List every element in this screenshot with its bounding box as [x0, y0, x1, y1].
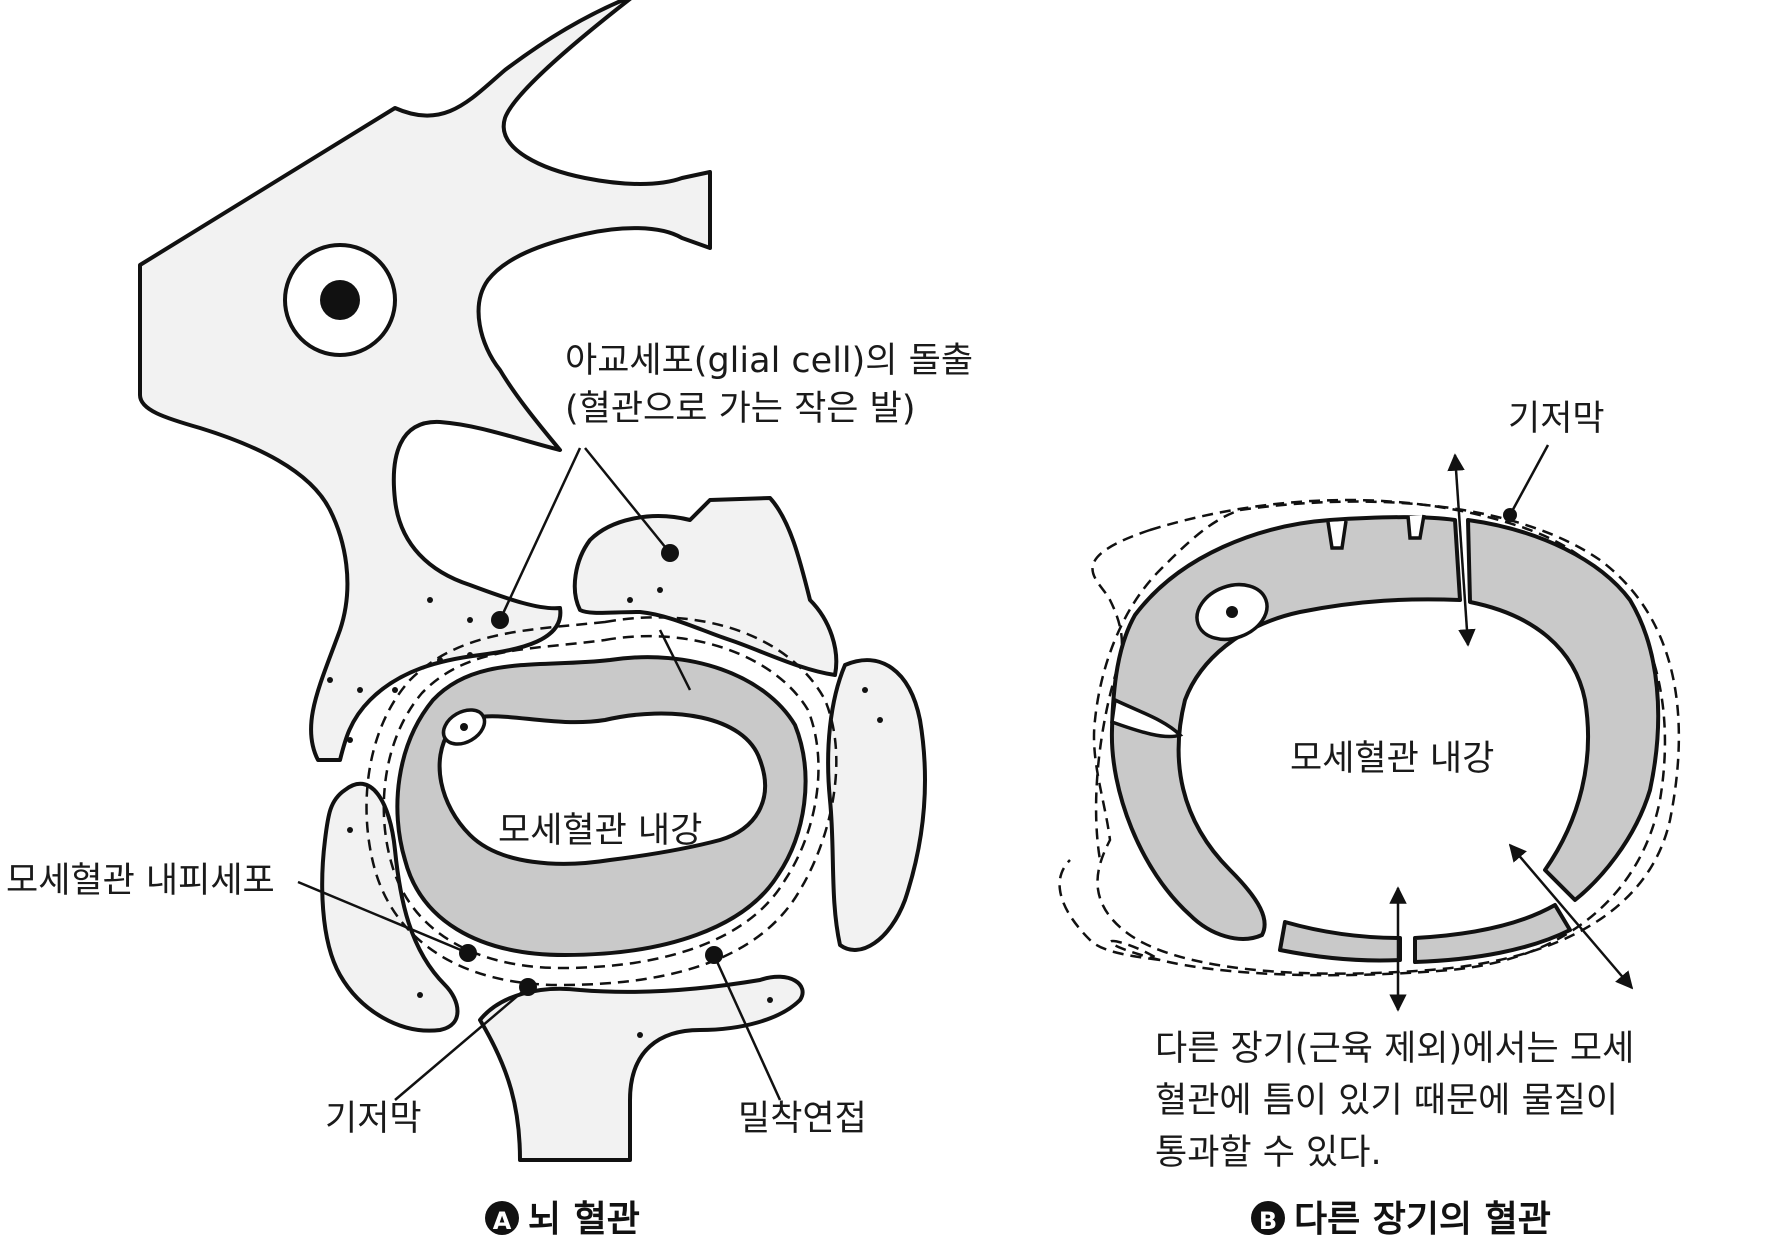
tight-junction-crease	[658, 629, 692, 691]
label-lumen-b: 모세혈관 내강	[1290, 739, 1494, 779]
caption-b: B 다른 장기의 혈관	[1251, 1199, 1551, 1240]
label-lumen-a: 모세혈관 내강	[498, 811, 702, 851]
panel-a-brain-capillary: 아교세포(glial cell)의 돌출 (혈관으로 가는 작은 발) 모세혈관…	[6, 0, 973, 1240]
arrow-gap-right	[1508, 843, 1634, 990]
wall-notches	[1326, 514, 1426, 550]
endothelial-wall-b-segment-3	[1278, 920, 1402, 963]
note-line-1: 다른 장기(근육 제외)에서는 모세	[1155, 1029, 1634, 1069]
glial-nucleolus	[320, 280, 360, 320]
basement-membrane-a-outer	[365, 616, 838, 987]
wall-slit-b	[1110, 697, 1184, 739]
basement-membrane-b	[1058, 498, 1667, 977]
endothelial-wall-b-segment-4	[1413, 903, 1572, 964]
basement-membrane-a-inner	[382, 634, 820, 970]
label-tight-junction: 밀착연접	[738, 1099, 867, 1139]
glial-foot-top	[572, 496, 839, 677]
caption-a-text: 뇌 혈관	[528, 1199, 640, 1240]
caption-b-text: 다른 장기의 혈관	[1294, 1199, 1551, 1240]
glial-foot-bottom	[478, 974, 805, 1162]
glial-foot-right	[826, 658, 927, 952]
glial-cell-body	[138, 0, 712, 762]
label-glial-foot-line1: 아교세포(glial cell)의 돌출	[565, 341, 973, 381]
endothelial-wall-b-segment-2	[1466, 518, 1661, 902]
label-glial-foot-line2: (혈관으로 가는 작은 발)	[565, 389, 916, 429]
label-basement-membrane-a: 기저막	[325, 1099, 422, 1139]
caption-a-marker: A	[493, 1207, 512, 1235]
note-line-2: 혈관에 틈이 있기 때문에 물질이	[1155, 1081, 1618, 1121]
caption-a: A 뇌 혈관	[485, 1199, 640, 1240]
label-basement-membrane-b: 기저막	[1508, 399, 1605, 439]
label-endothelial-cell: 모세혈관 내피세포	[6, 861, 275, 901]
panel-b-other-capillary: 기저막 모세혈관 내강 다른 장기(근육 제외)에서는 모세 혈관에 틈이 있기…	[1058, 399, 1681, 1240]
glial-foot-left	[320, 781, 460, 1033]
basement-membrane-b-main	[1092, 500, 1681, 975]
arrow-gap-top	[1447, 453, 1476, 647]
caption-b-marker: B	[1259, 1207, 1277, 1235]
endothelial-wall-a	[395, 655, 808, 957]
note-line-3: 통과할 수 있다.	[1155, 1133, 1382, 1173]
vesicle-dots	[327, 587, 883, 1038]
